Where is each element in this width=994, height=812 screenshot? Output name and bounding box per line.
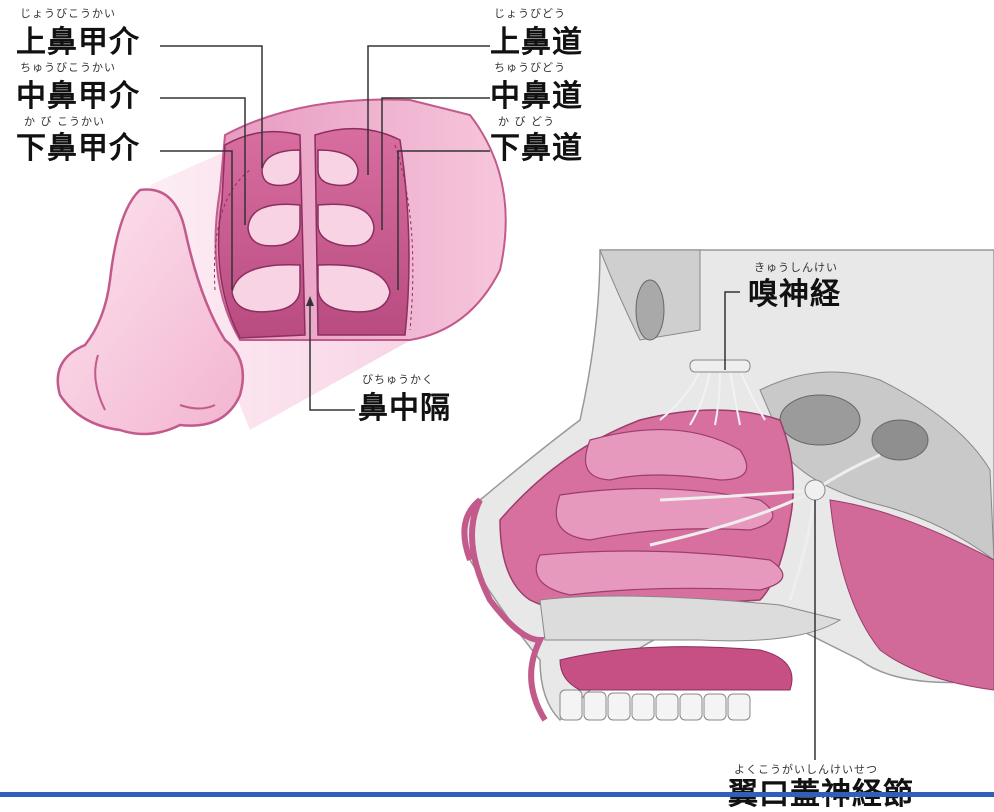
ruby-septum: びちゅうかく <box>362 374 434 385</box>
ruby-superior-turbinate: じょうびこうかい <box>20 8 116 19</box>
text-olfactory-nerve: 嗅神経 <box>748 280 841 310</box>
ruby-inferior-turbinate: か び こうかい <box>24 116 105 127</box>
text-superior-turbinate: 上鼻甲介 <box>16 28 140 58</box>
text-inferior-turbinate: 下鼻甲介 <box>16 134 140 164</box>
bottom-accent-bar <box>0 792 994 797</box>
ruby-olfactory-nerve: きゅうしんけい <box>754 262 838 273</box>
text-superior-meatus: 上鼻道 <box>490 28 583 58</box>
ruby-middle-meatus: ちゅうびどう <box>494 62 566 73</box>
text-middle-turbinate: 中鼻甲介 <box>16 82 140 112</box>
text-septum: 鼻中隔 <box>358 394 451 424</box>
text-middle-meatus: 中鼻道 <box>490 82 583 112</box>
ruby-inferior-meatus: か び どう <box>498 116 555 127</box>
sagittal-section-diagram <box>464 250 994 720</box>
text-inferior-meatus: 下鼻道 <box>490 134 583 164</box>
ruby-pterygopalatine-ganglion: よくこうがいしんけいせつ <box>734 764 878 775</box>
ruby-middle-turbinate: ちゅうびこうかい <box>20 62 116 73</box>
teeth <box>560 690 750 720</box>
ruby-superior-meatus: じょうびどう <box>494 8 566 19</box>
